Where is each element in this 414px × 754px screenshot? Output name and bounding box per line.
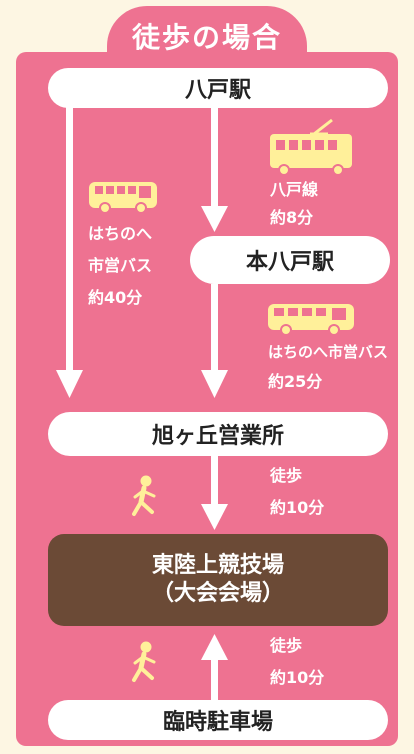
left-bus-label-line1: はちのへ <box>88 224 153 243</box>
walk-lower-time: 約10分 <box>270 668 325 687</box>
right-bus-label: はちのへ市営バス <box>268 343 389 361</box>
title-tab <box>107 6 307 72</box>
node-temporary-parking: 臨時駐車場 <box>48 700 388 740</box>
arrow-shaft-train <box>211 104 218 208</box>
right-bus-time: 約25分 <box>268 372 323 391</box>
walk-upper-time: 約10分 <box>270 498 325 517</box>
venue-name: 東陸上競技場 <box>151 553 284 578</box>
left-bus-label-line2: 市営バス <box>88 256 153 275</box>
walk-lower-mode: 徒歩 <box>270 636 303 655</box>
arrow-head-walk-down <box>201 504 228 530</box>
arrow-shaft-bus <box>211 284 218 372</box>
venue-subtitle: （大会会場） <box>151 581 284 606</box>
arrow-head-train <box>201 206 228 232</box>
node-asahigaoka-office: 旭ヶ丘営業所 <box>48 412 388 456</box>
node-hon-hachinohe-station: 本八戸駅 <box>190 236 390 284</box>
train-time: 約8分 <box>270 208 314 227</box>
page-title: 徒歩の場合 <box>131 21 282 54</box>
arrow-shaft-walk-up <box>211 658 218 700</box>
arrow-shaft-walk-down <box>211 456 218 506</box>
arrow-shaft-left <box>66 104 73 372</box>
train-line-label: 八戸線 <box>270 180 319 199</box>
arrow-head-walk-up <box>201 634 228 660</box>
left-bus-time: 約40分 <box>88 288 143 307</box>
arrow-head-left <box>56 370 83 398</box>
node-hachinohe-station: 八戸駅 <box>48 68 388 108</box>
arrow-head-bus <box>201 370 228 398</box>
walk-upper-mode: 徒歩 <box>270 466 303 485</box>
node-venue: 東陸上競技場 （大会会場） <box>48 534 388 626</box>
